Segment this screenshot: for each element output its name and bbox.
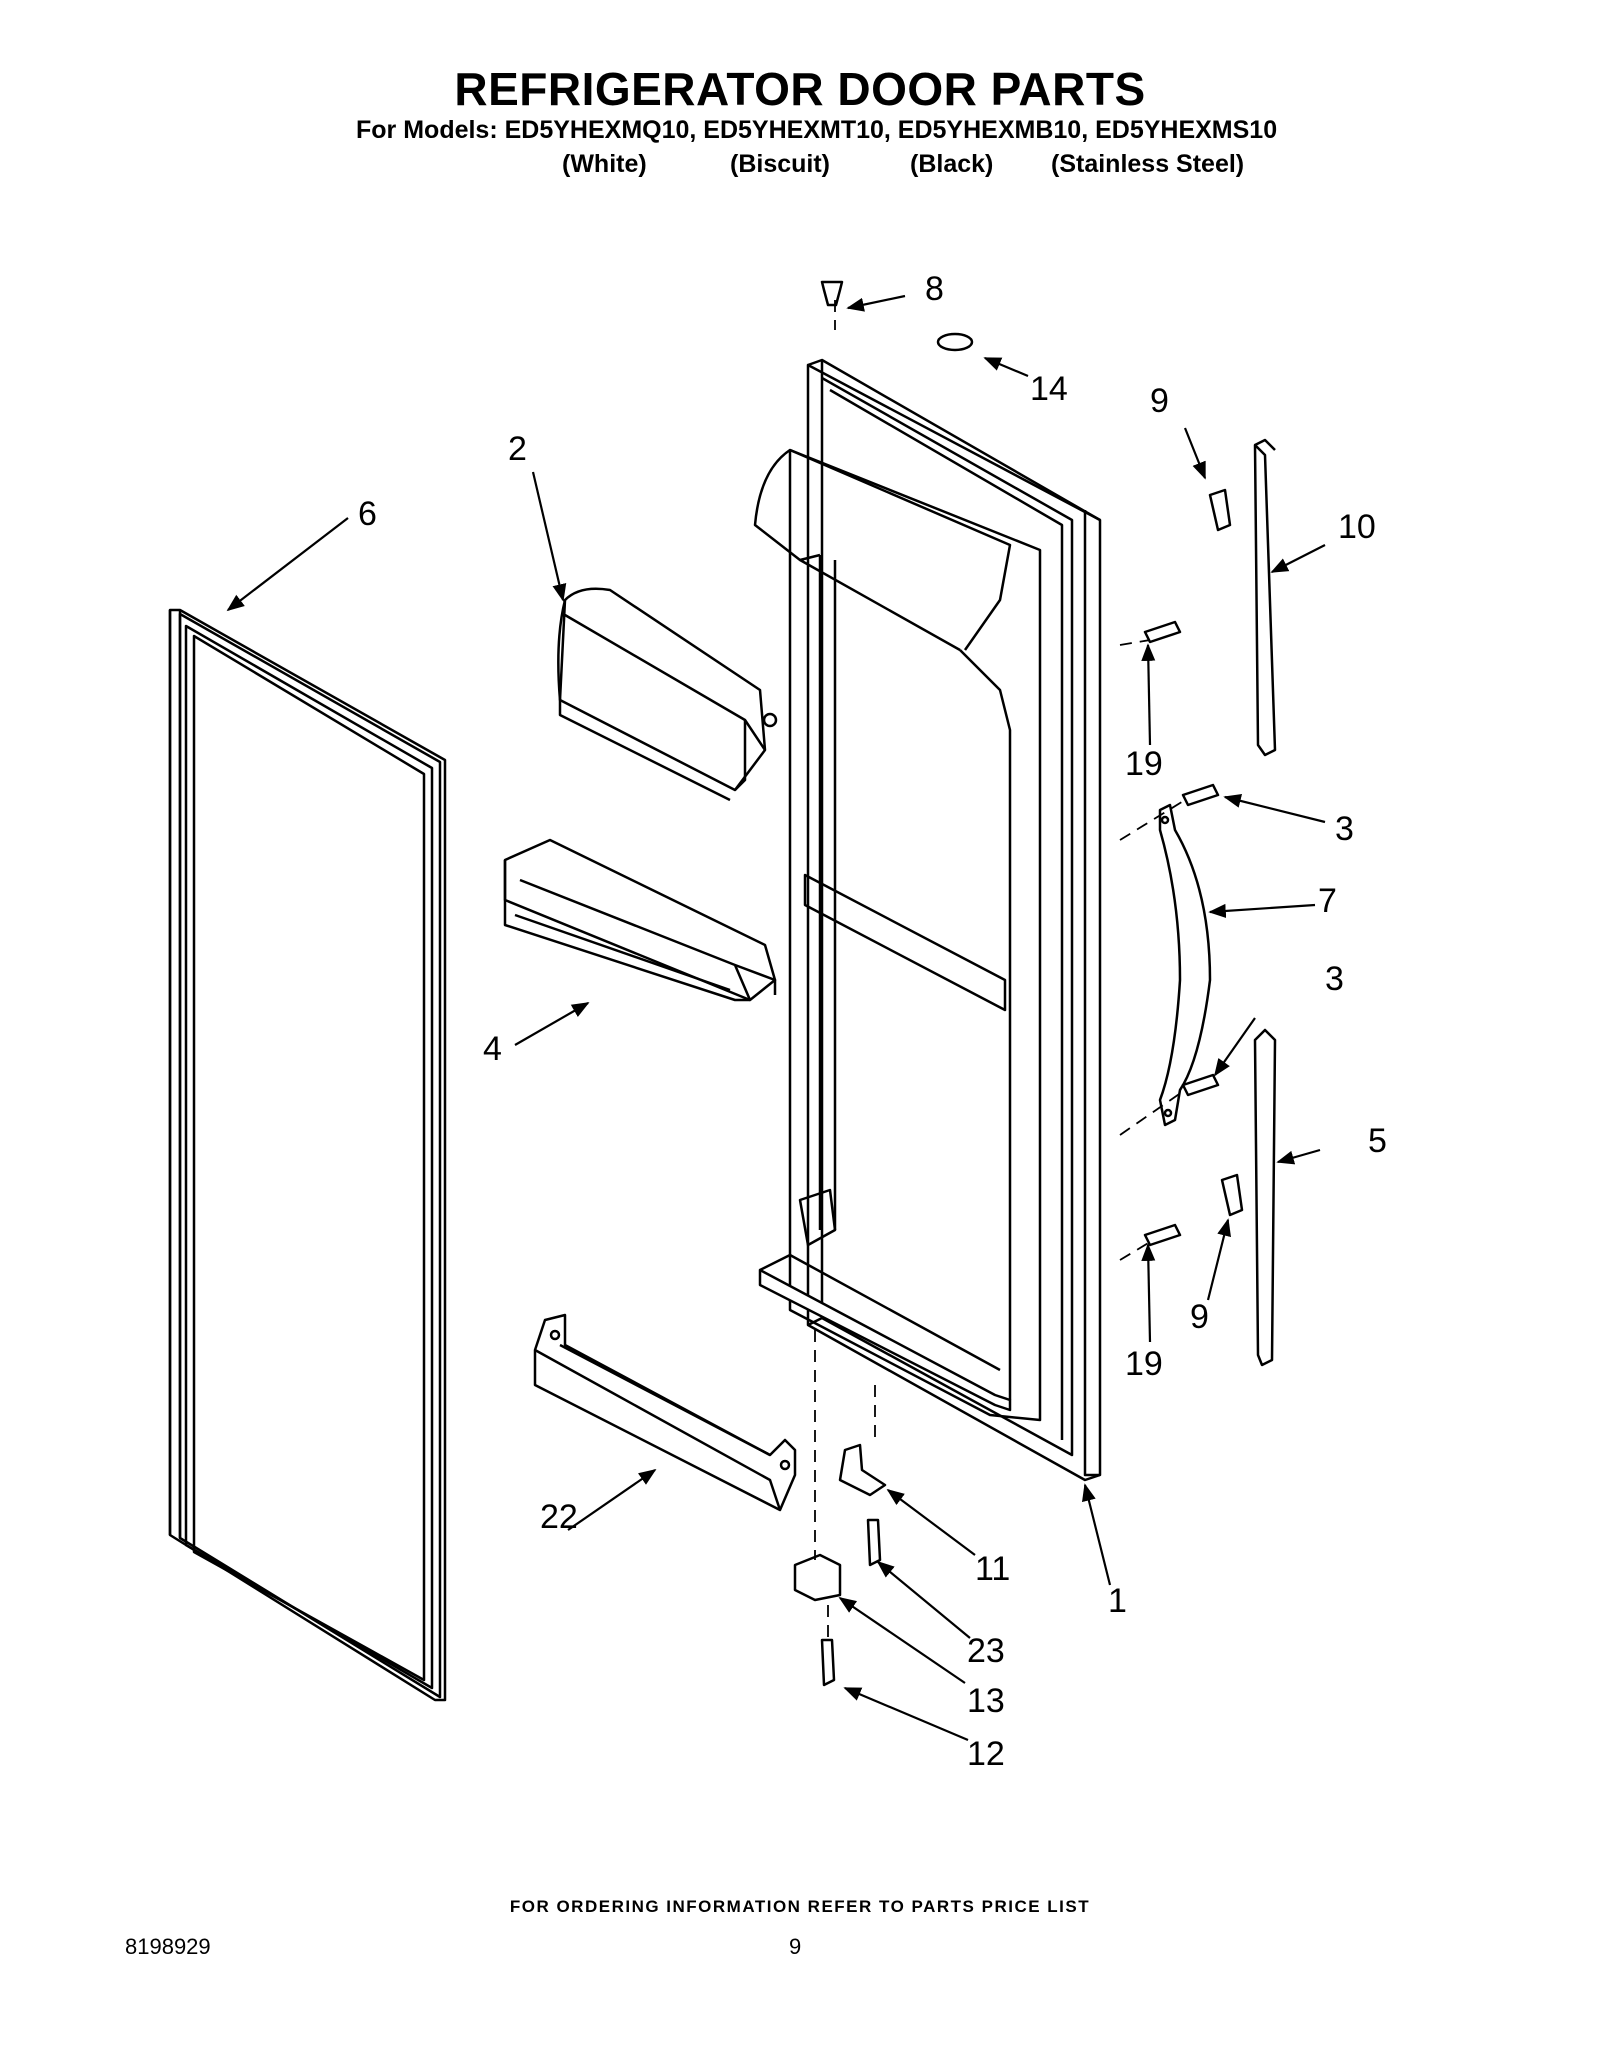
dairy-bin-part-2 [557, 587, 778, 802]
alignment-lines [814, 300, 1186, 1640]
callout-9-lower: 9 [1190, 1298, 1209, 1336]
callout-4: 4 [483, 1030, 502, 1068]
screw-part-19-lower [1143, 1223, 1182, 1247]
callout-10: 10 [1338, 508, 1376, 546]
document-number: 8198929 [125, 1934, 211, 1959]
screw-part-19-upper [1143, 620, 1182, 644]
callout-12: 12 [967, 1735, 1005, 1773]
callout-5: 5 [1368, 1122, 1387, 1160]
callout-1: 1 [1108, 1582, 1127, 1620]
callout-9-upper: 9 [1150, 382, 1169, 420]
callout-7: 7 [1318, 882, 1337, 920]
screw-part-23 [866, 1518, 882, 1567]
page-title: REFRIGERATOR DOOR PARTS [454, 63, 1146, 115]
bottom-hinge-part-13 [793, 1553, 842, 1602]
bottom-bin-part-22 [533, 1313, 797, 1512]
callout-3-upper: 3 [1335, 810, 1354, 848]
page-number: 9 [789, 1934, 802, 1959]
variant-black: (Black) [910, 150, 994, 178]
screw-part-12 [820, 1638, 836, 1687]
plug-part-14 [936, 332, 974, 352]
callout-2: 2 [508, 430, 527, 468]
callout-14: 14 [1030, 370, 1068, 408]
clip-part-9-lower [1220, 1173, 1244, 1217]
callout-19-lower: 19 [1125, 1345, 1163, 1383]
hinge-pin-part-11 [838, 1443, 887, 1497]
door-gasket-part-6 [168, 608, 447, 1702]
models-line: For Models: ED5YHEXMQ10, ED5YHEXMT10, ED… [356, 116, 1278, 144]
door-assembly-part-1 [753, 358, 1102, 1482]
variant-stainless-steel: (Stainless Steel) [1051, 150, 1245, 178]
door-handle-part-7 [1158, 803, 1212, 1127]
callout-13: 13 [967, 1682, 1005, 1720]
callout-6: 6 [358, 495, 377, 533]
callout-3-lower: 3 [1325, 960, 1344, 998]
variant-biscuit: (Biscuit) [730, 150, 830, 178]
upper-trim-part-10 [1253, 438, 1277, 757]
callout-23: 23 [967, 1632, 1005, 1670]
callout-19-upper: 19 [1125, 745, 1163, 783]
clip-part-9-upper [1208, 488, 1232, 532]
screw-part-3-upper [1181, 783, 1220, 807]
callout-8: 8 [925, 270, 944, 308]
door-stop-pin-part-8 [820, 280, 844, 307]
callout-labels: 8 14 9 2 6 10 19 3 7 3 4 5 9 19 22 11 1 … [358, 270, 1387, 1773]
variant-white: (White) [562, 150, 647, 178]
callout-11: 11 [975, 1550, 1010, 1588]
lower-trim-part-5 [1253, 1028, 1277, 1367]
ordering-note: FOR ORDERING INFORMATION REFER TO PARTS … [509, 1897, 1091, 1916]
callout-22: 22 [540, 1498, 578, 1536]
screw-part-3-lower [1181, 1073, 1220, 1097]
leader-lines [226, 294, 1326, 1742]
door-bin-part-4 [503, 838, 777, 1002]
